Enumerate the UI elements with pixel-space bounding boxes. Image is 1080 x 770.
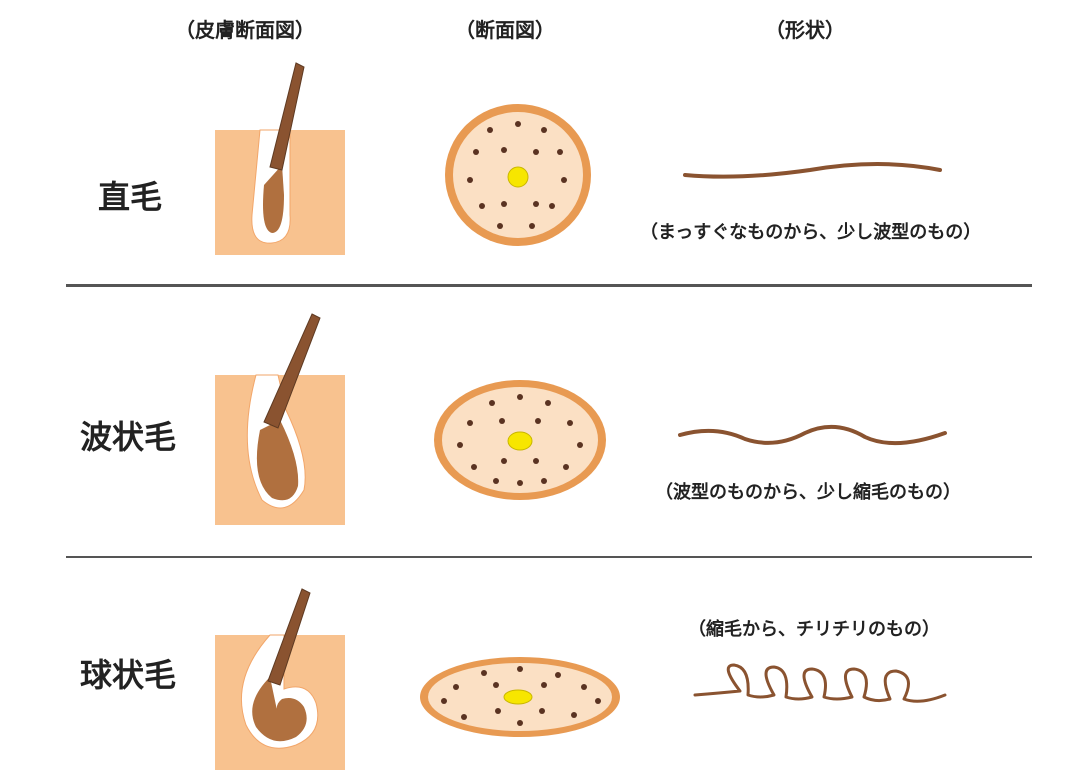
row-label-straight: 直毛 [98, 178, 163, 216]
cross-section-curly [420, 657, 620, 737]
hair-root [256, 420, 299, 501]
row-divider [66, 284, 1032, 287]
hair-shape-curly [693, 663, 947, 703]
row-label-curly: 球状毛 [80, 656, 177, 694]
medulla [503, 689, 533, 705]
header-skin-section: （皮膚断面図） [175, 18, 315, 42]
cortex-dots [467, 121, 567, 229]
hair-shape-wavy [678, 424, 947, 446]
hair-strand [683, 162, 942, 179]
header-cross-section: （断面図） [455, 18, 555, 42]
cortex-dots [441, 666, 601, 726]
cortex-dots [457, 394, 583, 486]
hair-shaft [267, 588, 311, 686]
skin-section-wavy [215, 313, 345, 525]
hair-shape-straight [683, 162, 942, 179]
cross-section-straight [445, 104, 591, 246]
medulla [507, 431, 533, 451]
cross-section-wavy [434, 380, 606, 500]
hair-shaft [263, 313, 321, 429]
medulla [507, 166, 529, 188]
header-shape: （形状） [765, 18, 845, 42]
skin-section-curly [215, 588, 345, 770]
caption-straight: （まっすぐなものから、少し波型のもの） [640, 222, 982, 243]
hair-root [252, 677, 307, 742]
hair-root [263, 165, 284, 233]
hair-strand [693, 663, 947, 703]
row-divider [66, 556, 1032, 558]
caption-wavy: （波型のものから、少し縮毛のもの） [655, 482, 961, 503]
row-label-wavy: 波状毛 [80, 418, 177, 456]
hair-shaft [269, 62, 305, 171]
skin-section-straight [215, 62, 345, 255]
caption-curly: （縮毛から、チリチリのもの） [688, 619, 940, 640]
hair-strand [678, 424, 947, 446]
